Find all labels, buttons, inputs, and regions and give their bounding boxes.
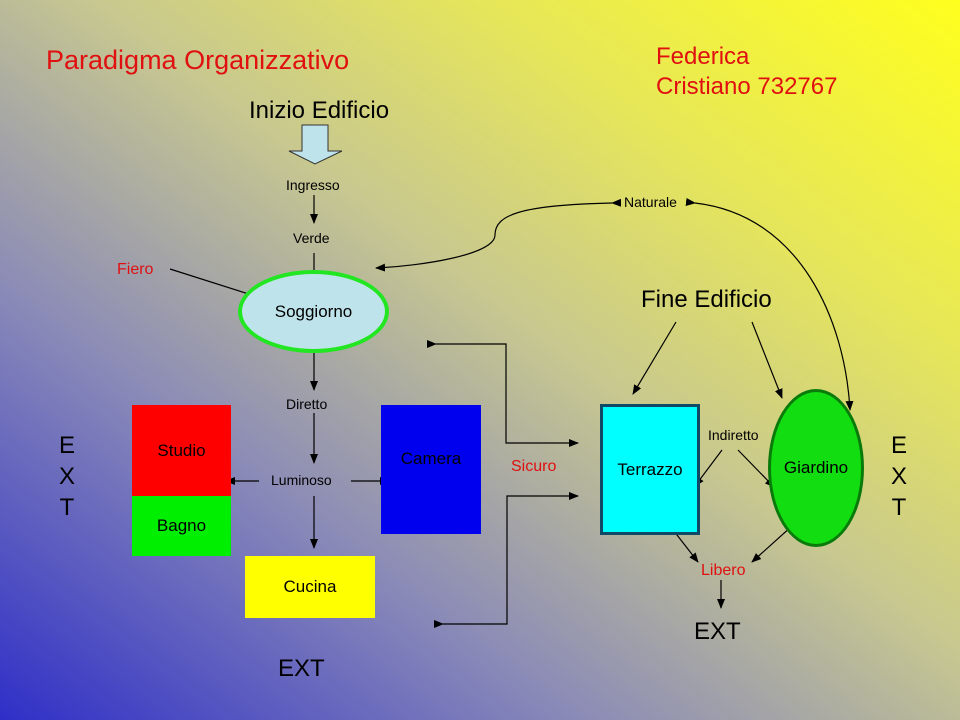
author-surname-id: Cristiano 732767 xyxy=(656,73,838,100)
room-studio: Studio xyxy=(132,405,231,496)
room-soggiorno-label: Soggiorno xyxy=(274,301,353,321)
room-camera-label: Camera xyxy=(400,448,462,468)
label-libero: Libero xyxy=(701,562,746,579)
ext-right-x: X xyxy=(890,463,907,490)
label-sicuro: Sicuro xyxy=(511,458,557,475)
arrow-fine-terrazzo xyxy=(632,321,677,395)
label-naturale: Naturale xyxy=(624,194,677,210)
room-studio-label: Studio xyxy=(157,440,206,460)
room-giardino-label: Giardino xyxy=(783,458,849,477)
room-giardino: Giardino xyxy=(768,389,864,547)
label-ingresso: Ingresso xyxy=(286,177,340,193)
room-cucina-label: Cucina xyxy=(283,577,337,596)
arrow-naturale-giardino xyxy=(685,197,854,411)
slide-title: Paradigma Organizzativo xyxy=(46,45,350,75)
room-soggiorno: Soggiorno xyxy=(238,270,389,353)
room-terrazzo: Terrazzo xyxy=(600,404,700,535)
start-building-label: Inizio Edificio xyxy=(249,97,390,124)
label-indiretto: Indiretto xyxy=(708,427,759,443)
start-block-arrow xyxy=(288,124,343,165)
label-luminoso: Luminoso xyxy=(271,472,332,488)
arrow-giardino-libero xyxy=(751,525,793,563)
ext-right-t: T xyxy=(891,494,907,521)
room-terrazzo-label: Terrazzo xyxy=(617,459,683,479)
ext-left-e: E xyxy=(58,432,75,459)
room-bagno: Bagno xyxy=(132,496,231,556)
label-verde: Verde xyxy=(293,230,330,246)
ext-left: E X T xyxy=(57,430,77,523)
ext-left-t: T xyxy=(59,494,75,521)
arrow-sicuro-upper xyxy=(427,340,579,447)
ext-right-e: E xyxy=(890,432,907,459)
label-diretto: Diretto xyxy=(286,396,328,412)
label-fiero: Fiero xyxy=(117,261,154,278)
ext-right: E X T xyxy=(889,430,909,523)
ext-bottom-left: EXT xyxy=(278,655,325,682)
room-cucina: Cucina xyxy=(245,556,375,618)
ext-bottom-right: EXT xyxy=(694,618,741,645)
author-name: Federica xyxy=(656,43,750,70)
end-building-label: Fine Edificio xyxy=(641,286,772,313)
arrow-fiero-soggiorno xyxy=(169,268,259,299)
arrow-sicuro-lower xyxy=(434,492,579,628)
arrow-fine-giardino xyxy=(751,321,783,399)
ext-left-x: X xyxy=(58,463,75,490)
room-camera: Camera xyxy=(381,405,481,534)
room-bagno-label: Bagno xyxy=(156,516,207,535)
arrow-naturale-soggiorno xyxy=(375,198,622,272)
